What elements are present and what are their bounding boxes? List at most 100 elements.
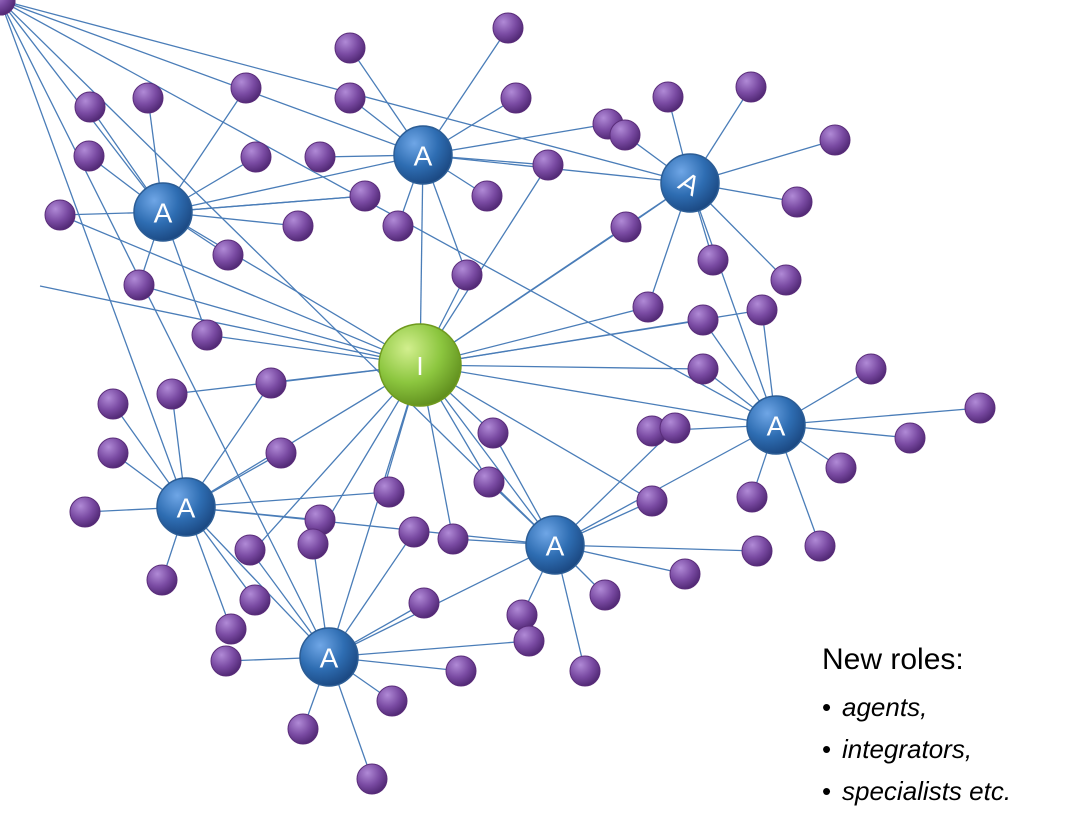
network-edge [419, 364, 654, 502]
member-node [146, 564, 178, 596]
member-node [492, 12, 524, 44]
member-node [781, 186, 813, 218]
agent-node-1: A [133, 182, 193, 242]
member-node [265, 437, 297, 469]
member-node [191, 319, 223, 351]
agent-node-2: A [393, 125, 453, 185]
member-node [735, 71, 767, 103]
member-node [632, 291, 664, 323]
network-edge [419, 364, 777, 426]
member-node [240, 141, 272, 173]
network-edge [328, 640, 530, 658]
member-node [473, 466, 505, 498]
network-edge [162, 195, 366, 213]
member-node [73, 140, 105, 172]
network-edge [185, 491, 390, 508]
member-node [215, 613, 247, 645]
member-node [532, 149, 564, 181]
bullet-icon: • [822, 734, 832, 764]
member-node [373, 476, 405, 508]
member-node [156, 378, 188, 410]
specialist-node-label: S [851, 0, 866, 13]
member-node [697, 244, 729, 276]
network-edge [0, 0, 424, 156]
agent-node-5-label: A [177, 493, 196, 524]
member-node [506, 599, 538, 631]
member-node [44, 199, 76, 231]
member-node [230, 72, 262, 104]
network-edge [162, 211, 421, 366]
member-node [334, 32, 366, 64]
specialist-node: S [0, 0, 561, 16]
agent-node-7-label: A [320, 643, 339, 674]
agent-node-2-label: A [414, 141, 433, 172]
agent-node-6-label: A [546, 531, 565, 562]
network-edge [185, 364, 421, 508]
network-edge [554, 544, 758, 552]
member-node [437, 523, 469, 555]
member-node [255, 367, 287, 399]
member-node [297, 528, 329, 560]
network-edge [59, 214, 421, 366]
specialist-node-label: S [546, 0, 561, 13]
member-node [376, 685, 408, 717]
member-node [334, 82, 366, 114]
specialist-node: S [0, 0, 866, 16]
legend-title: New roles: [822, 643, 964, 676]
member-node [610, 211, 642, 243]
member-node [97, 437, 129, 469]
specialist-node-label: S [198, 0, 213, 13]
member-node [132, 82, 164, 114]
member-node [652, 81, 684, 113]
agent-node-7: A [299, 627, 359, 687]
member-node [408, 587, 440, 619]
agent-node-6: A [525, 515, 585, 575]
specialist-node-label: S [56, 0, 71, 13]
member-node [477, 417, 509, 449]
member-node [398, 516, 430, 548]
member-node [819, 124, 851, 156]
specialist-node-label: S [403, 0, 418, 13]
member-node [356, 763, 388, 795]
member-node [471, 180, 503, 212]
member-node [382, 210, 414, 242]
legend-list: •agents, •integrators, •specialists etc. [822, 686, 1062, 812]
specialist-node: S [0, 0, 708, 16]
specialist-node-label: S [693, 0, 708, 13]
integrator-hub-node: I [378, 323, 462, 407]
network-edge [0, 0, 330, 658]
agent-node-1-label: A [154, 198, 173, 229]
member-node [451, 259, 483, 291]
legend-item-specialists: •specialists etc. [822, 770, 1062, 812]
member-node [741, 535, 773, 567]
agent-node-3: A [660, 153, 720, 213]
agent-node-4-label: A [767, 411, 786, 442]
network-edge [0, 0, 556, 546]
member-node [687, 304, 719, 336]
specialist-node-label: S [33, 0, 48, 13]
member-node [687, 353, 719, 385]
member-node [770, 264, 802, 296]
member-node [210, 645, 242, 677]
network-edge [554, 424, 777, 546]
legend-item-agents: •agents, [822, 686, 1062, 728]
member-node [825, 452, 857, 484]
member-node [804, 530, 836, 562]
member-node [569, 655, 601, 687]
member-node [123, 269, 155, 301]
member-node [239, 584, 271, 616]
member-node [500, 82, 532, 114]
specialist-node: S [0, 0, 213, 16]
network-edge [775, 407, 981, 426]
member-node [659, 412, 691, 444]
member-node [349, 180, 381, 212]
member-node [669, 558, 701, 590]
member-node [287, 713, 319, 745]
member-node [69, 496, 101, 528]
legend-item-integrators: •integrators, [822, 728, 1062, 770]
network-edge [39, 285, 421, 366]
network-edge [0, 0, 777, 426]
bullet-icon: • [822, 776, 832, 806]
member-node [304, 141, 336, 173]
